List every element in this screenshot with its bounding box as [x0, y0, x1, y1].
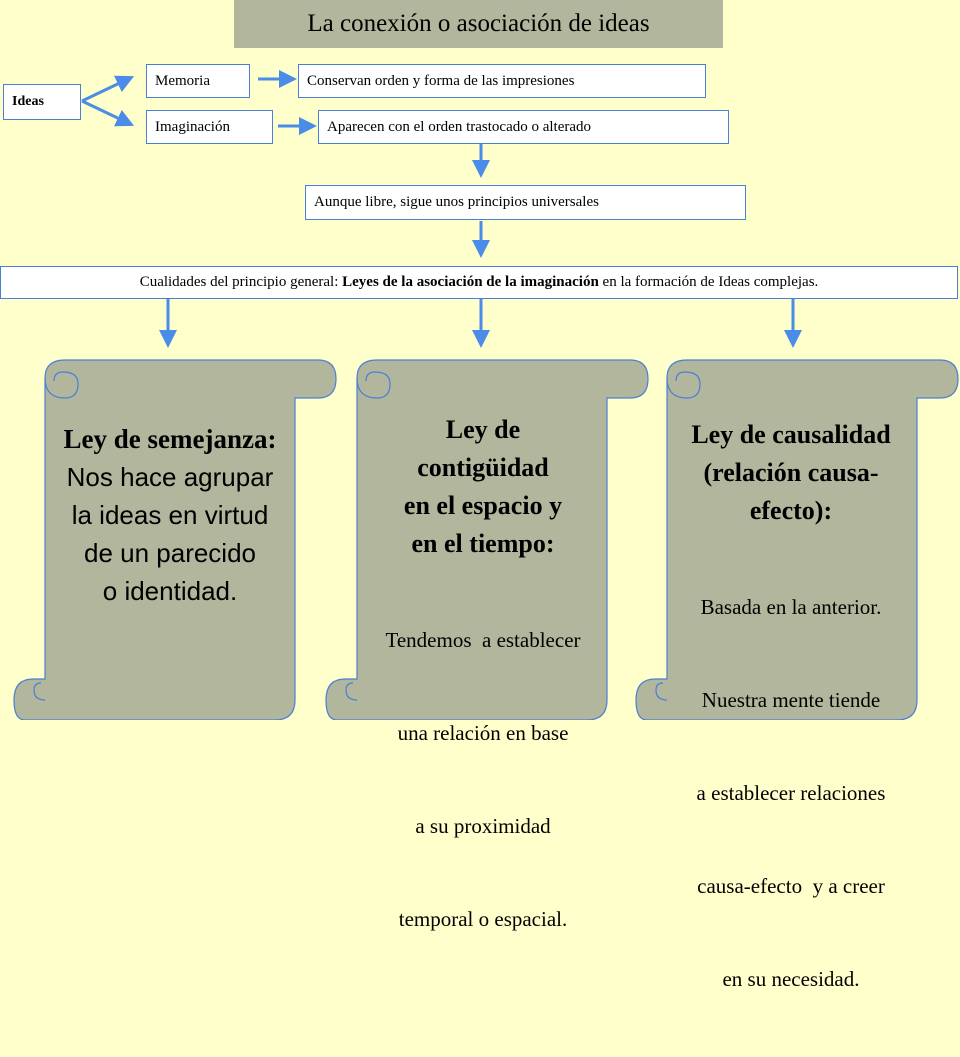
scroll-body-line: la ideas en virtud	[71, 500, 269, 530]
scroll-body-line: a establecer relaciones	[696, 781, 886, 805]
cualidades-box: Cualidades del principio general: Leyes …	[0, 266, 958, 299]
scroll-shape-3	[635, 359, 959, 720]
cualidades-bold: Leyes de la asociación de la imaginación	[342, 274, 599, 290]
cualidades-suffix: en la formación de Ideas complejas.	[598, 274, 819, 290]
connector-layer	[13, 70, 959, 720]
scroll-body-line: Basada en la anterior.	[700, 595, 882, 619]
scroll-body-line: causa-efecto y a creer	[697, 874, 885, 898]
principios-box: Aunque libre, sigue unos principios univ…	[305, 185, 746, 220]
memoria-box: Memoria	[146, 64, 250, 98]
memoria-desc-box: Conservan orden y forma de las impresion…	[298, 64, 706, 98]
scroll-body-line: de un parecido	[83, 538, 257, 568]
page-title: La conexión o asociación de ideas	[234, 0, 723, 48]
branch-arrows	[81, 75, 135, 127]
scroll-body-line: o identidad.	[102, 576, 238, 606]
scroll-body-line: Nuestra mente tiende	[701, 688, 881, 712]
scroll-body-line: una relación en base	[397, 721, 569, 745]
scroll-semejanza: Ley de semejanza: Nos hace agrupar la id…	[44, 420, 296, 610]
scroll-body-line: en su necesidad.	[722, 967, 860, 991]
imaginacion-box: Imaginación	[146, 110, 273, 144]
scroll-heading-line: contigüidad	[417, 453, 549, 482]
scroll-body-line: Nos hace agrupar	[66, 462, 274, 492]
scroll-contiguidad: Ley de contigüidad en el espacio y en el…	[352, 411, 614, 997]
scroll-heading-line: efecto):	[749, 496, 833, 525]
scroll-heading-line: Ley de causalidad	[691, 420, 891, 449]
scroll-heading: Ley de semejanza:	[63, 424, 277, 454]
scroll-body-line: Tendemos a establecer	[385, 628, 581, 652]
scroll-heading-line: en el tiempo:	[411, 529, 555, 558]
ideas-box: Ideas	[3, 84, 81, 120]
scroll-shape-2	[325, 359, 649, 720]
scroll-shape-1	[13, 359, 337, 720]
scroll-causalidad: Ley de causalidad (relación causa- efect…	[660, 416, 922, 1057]
scroll-body-line: temporal o espacial.	[398, 907, 568, 931]
imaginacion-desc-box: Aparecen con el orden trastocado o alter…	[318, 110, 729, 144]
scroll-heading-line: en el espacio y	[403, 491, 563, 520]
scroll-heading-line: (relación causa-	[703, 458, 879, 487]
scroll-body-line: a su proximidad	[415, 814, 551, 838]
scroll-heading-line: Ley de	[445, 415, 521, 444]
cualidades-prefix: Cualidades del principio general:	[139, 274, 343, 290]
